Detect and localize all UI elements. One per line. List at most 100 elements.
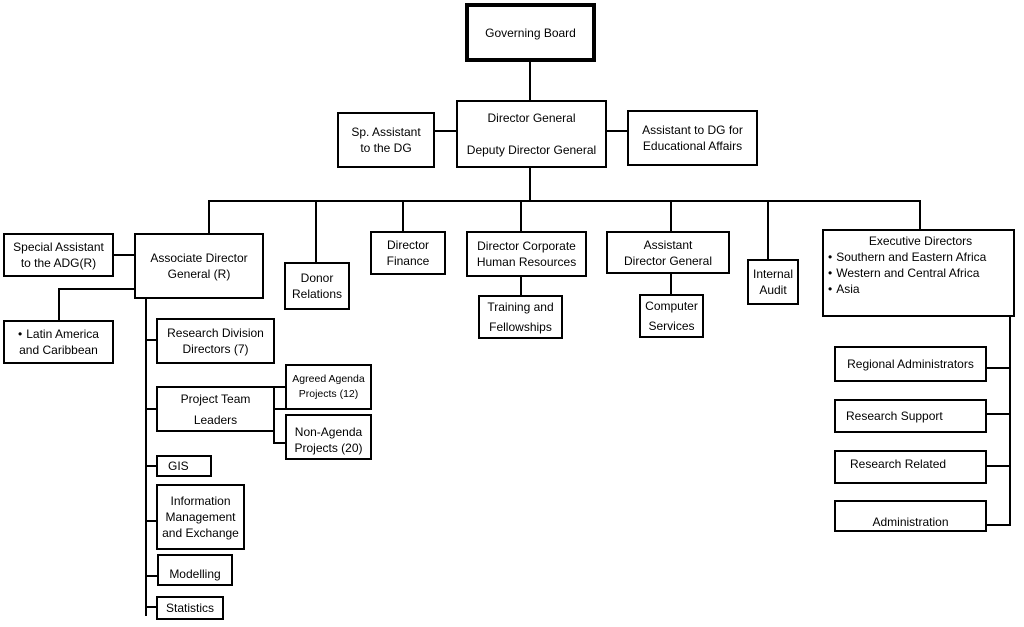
connector-board-dg <box>529 60 531 100</box>
research-division-box[interactable]: Research Division Directors (7) <box>156 318 275 364</box>
special-assistant-adg-box[interactable]: Special Assistant to the ADG(R) <box>3 233 114 277</box>
gis-label: GIS <box>168 459 189 473</box>
research-related-box[interactable]: Research Related <box>834 450 987 484</box>
research-division-line2: Directors (7) <box>182 342 249 356</box>
latin-america-line2: and Caribbean <box>19 343 98 357</box>
connector-adg-spine <box>145 298 147 616</box>
research-related-label: Research Related <box>850 457 947 471</box>
connector-adg-latin <box>58 288 136 290</box>
donor-relations-box[interactable]: Donor Relations <box>284 262 350 310</box>
director-finance-line2: Finance <box>386 254 430 268</box>
info-mgmt-line1: Information <box>170 494 231 508</box>
non-agenda-line2: Projects (20) <box>294 441 363 455</box>
director-hr-line1: Director Corporate <box>477 239 576 253</box>
agreed-agenda-line1: Agreed Agenda <box>292 373 365 385</box>
statistics-box[interactable]: Statistics <box>156 596 224 620</box>
computer-services-line1: Computer <box>645 299 698 313</box>
associate-dg-box[interactable]: Associate Director General (R) <box>134 233 264 299</box>
connector-spine-admin <box>986 524 1010 526</box>
computer-services-box[interactable]: Computer Services <box>639 294 704 338</box>
agreed-agenda-line2: Projects (12) <box>298 388 359 400</box>
sp-assistant-dg-line1: Sp. Assistant <box>351 125 421 139</box>
director-finance-line1: Director <box>386 238 429 252</box>
info-mgmt-line2: Management <box>165 510 236 524</box>
training-line2: Fellowships <box>489 320 552 334</box>
connector-spine-support <box>986 413 1010 415</box>
connector-spine-research <box>145 339 157 341</box>
region-item: Western and Central Africa <box>828 265 979 281</box>
modelling-label: Modelling <box>169 567 221 581</box>
special-assistant-adg-line1: Special Assistant <box>13 240 104 254</box>
connector-spine-statistics <box>145 606 157 608</box>
director-hr-box[interactable]: Director Corporate Human Resources <box>466 231 587 277</box>
assistant-dg-box[interactable]: Assistant Director General <box>606 231 730 274</box>
connector-spassist-dg <box>434 130 456 132</box>
administration-box[interactable]: Administration <box>834 500 987 532</box>
assistant-dg-edu-line1: Assistant to DG for <box>642 123 743 137</box>
assistant-dg-line2: Director General <box>623 253 713 268</box>
training-line1: Training and <box>487 300 554 314</box>
assistant-dg-edu-line2: Educational Affairs <box>642 139 743 153</box>
internal-audit-box[interactable]: Internal Audit <box>747 259 799 305</box>
connector-spine-modelling <box>145 575 157 577</box>
director-general-box[interactable]: Director General Deputy Director General <box>456 100 607 168</box>
training-fellowships-box[interactable]: Training and Fellowships <box>478 295 563 339</box>
connector-dg-asstedu <box>606 130 628 132</box>
donor-relations-line1: Donor <box>300 271 334 285</box>
executive-directors-title: Executive Directors <box>868 234 973 248</box>
research-support-box[interactable]: Research Support <box>834 399 987 433</box>
governing-board-label: Governing Board <box>485 25 576 40</box>
sp-assistant-dg-line2: to the DG <box>360 141 412 155</box>
agreed-agenda-box[interactable]: Agreed Agenda Projects (12) <box>285 364 372 410</box>
connector-spine-project <box>145 408 157 410</box>
project-team-box[interactable]: Project Team Leaders <box>156 386 275 432</box>
donor-relations-line2: Relations <box>291 287 343 301</box>
internal-audit-line2: Audit <box>759 283 787 297</box>
connector-bus-asstdg <box>670 200 672 232</box>
deputy-director-general-label: Deputy Director General <box>466 143 597 157</box>
governing-board-box[interactable]: Governing Board <box>465 3 596 62</box>
special-assistant-adg-line2: to the ADG(R) <box>20 256 97 270</box>
connector-to-agreed <box>273 386 285 388</box>
director-finance-box[interactable]: Director Finance <box>370 231 446 275</box>
connector-bus-hr <box>520 200 522 232</box>
connector-hr-training <box>520 276 522 296</box>
director-general-label: Director General <box>487 111 576 125</box>
info-mgmt-box[interactable]: Information Management and Exchange <box>156 484 245 550</box>
region-item: Asia <box>828 281 859 297</box>
director-hr-line2: Human Resources <box>476 255 577 269</box>
connector-spine-regional <box>986 367 1010 369</box>
associate-dg-line1: Associate Director <box>150 251 248 265</box>
research-support-label: Research Support <box>846 409 943 423</box>
connector-main-bus <box>208 200 920 202</box>
latin-america-line1: Latin America <box>18 326 99 342</box>
regional-admin-label: Regional Administrators <box>847 357 974 371</box>
gis-box[interactable]: GIS <box>156 455 212 477</box>
info-mgmt-line3: and Exchange <box>162 526 239 540</box>
modelling-box[interactable]: Modelling <box>157 554 233 586</box>
assistant-dg-edu-box[interactable]: Assistant to DG for Educational Affairs <box>627 110 758 166</box>
region-item: Southern and Eastern Africa <box>828 249 986 265</box>
connector-project-agenda <box>273 408 285 410</box>
connector-specassist-adg <box>113 254 135 256</box>
research-division-line1: Research Division <box>167 326 264 340</box>
assistant-dg-line1: Assistant <box>643 237 693 252</box>
connector-latin-drop <box>58 288 60 321</box>
regional-admin-box[interactable]: Regional Administrators <box>834 346 987 382</box>
connector-asstdg-computer <box>670 273 672 295</box>
non-agenda-box[interactable]: Non-Agenda Projects (20) <box>285 414 372 460</box>
latin-america-box[interactable]: Latin America and Caribbean <box>3 320 114 364</box>
executive-directors-box[interactable]: Executive Directors Southern and Eastern… <box>822 229 1015 317</box>
project-team-line1: Project Team <box>180 391 251 406</box>
connector-bus-donor <box>315 200 317 262</box>
connector-exec-spine <box>1009 316 1011 526</box>
connector-bus-audit <box>767 200 769 260</box>
administration-label: Administration <box>872 515 949 529</box>
sp-assistant-dg-box[interactable]: Sp. Assistant to the DG <box>337 112 435 168</box>
connector-spine-gis <box>145 465 157 467</box>
connector-to-nonagenda <box>273 442 285 444</box>
associate-dg-line2: General (R) <box>167 267 231 281</box>
project-team-line2: Leaders <box>193 412 238 427</box>
connector-bus-exec <box>919 200 921 230</box>
connector-bus-finance <box>402 200 404 232</box>
